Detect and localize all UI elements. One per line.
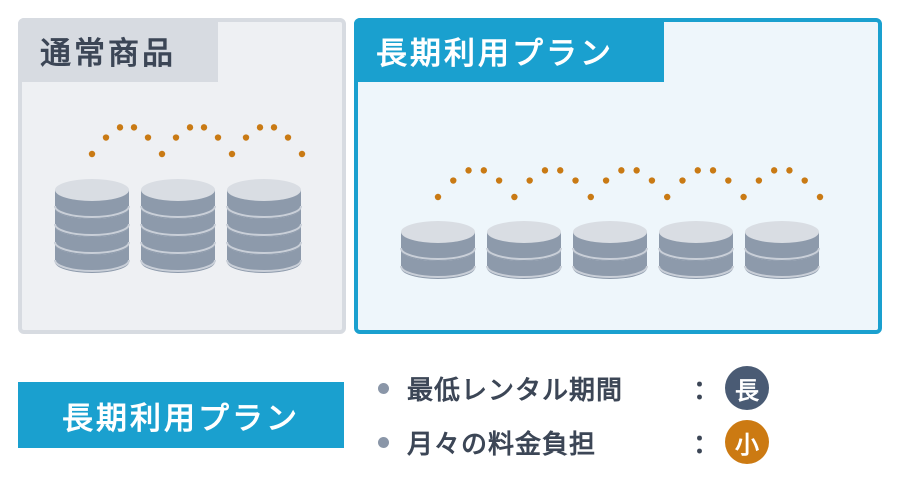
disk-top xyxy=(401,221,475,243)
disk-edge xyxy=(54,241,130,254)
disk-edge xyxy=(226,259,302,272)
dot xyxy=(725,177,732,184)
dot xyxy=(172,134,180,141)
dot xyxy=(228,150,236,158)
dot xyxy=(679,177,686,184)
dot xyxy=(511,193,518,201)
coin-stack-short xyxy=(744,221,820,279)
disk-edge xyxy=(226,205,302,218)
dot xyxy=(186,124,194,131)
value-circle-long: 長 xyxy=(725,366,769,410)
long-term-plan-label: 長期利用プラン xyxy=(354,18,664,82)
dot xyxy=(242,134,250,141)
dot xyxy=(434,193,442,201)
dot xyxy=(587,193,594,201)
dot xyxy=(256,124,264,131)
dot xyxy=(284,134,292,141)
legend-label: 月々の料金負担 xyxy=(407,429,597,460)
disk-edge xyxy=(486,247,562,260)
disk-top xyxy=(227,179,301,201)
disk-edge xyxy=(54,223,130,236)
dot xyxy=(270,124,278,131)
dot xyxy=(740,193,747,201)
dot xyxy=(480,167,488,174)
coin-stack-tall xyxy=(54,179,130,273)
disk-edge xyxy=(140,223,216,236)
dot xyxy=(557,167,564,174)
disk-top xyxy=(745,221,819,243)
legend-row-monthly-fee: 月々の料金負担 ： 小 xyxy=(378,417,769,467)
coin-stack-tall xyxy=(226,179,302,273)
disk-edge xyxy=(744,265,820,278)
dot xyxy=(144,134,152,141)
dot xyxy=(755,177,763,184)
bullet-icon xyxy=(378,382,389,394)
disk-top xyxy=(487,221,561,243)
dot xyxy=(450,177,457,184)
coin-stack-short xyxy=(400,221,476,279)
disk-top xyxy=(573,221,647,243)
dot xyxy=(102,134,110,141)
dot xyxy=(664,193,671,201)
disk-edge xyxy=(400,265,476,278)
disk-edge xyxy=(140,205,216,218)
dot xyxy=(130,124,138,131)
dot xyxy=(801,177,808,184)
dot xyxy=(602,177,610,184)
dot xyxy=(298,150,306,158)
disk-top xyxy=(659,221,733,243)
disk-top xyxy=(55,179,129,201)
dot xyxy=(694,167,701,174)
disk-edge xyxy=(400,247,476,260)
legend-label: 最低レンタル期間 xyxy=(407,375,624,406)
dot xyxy=(648,177,656,184)
disk-edge xyxy=(226,223,302,236)
dot xyxy=(116,124,124,131)
dot xyxy=(633,167,640,174)
normal-product-panel: 通常商品 xyxy=(18,18,346,334)
dotted-arc-long xyxy=(434,167,824,201)
dot xyxy=(526,177,533,184)
coin-stack-tall xyxy=(140,179,216,273)
plan-badge: 長期利用プラン xyxy=(18,382,344,448)
legend-colon: ： xyxy=(692,375,719,406)
disk-edge xyxy=(140,259,216,272)
legend-row-min-rental-period: 最低レンタル期間 ： 長 xyxy=(378,363,769,413)
dot xyxy=(709,167,717,174)
dot xyxy=(465,167,472,174)
dot xyxy=(816,193,824,201)
coin-stack-short xyxy=(572,221,648,279)
dot xyxy=(786,167,793,174)
dot xyxy=(214,134,222,141)
disk-edge xyxy=(658,247,734,260)
coin-stack-short xyxy=(658,221,734,279)
dot xyxy=(770,167,778,174)
dot xyxy=(495,177,503,184)
dot xyxy=(88,150,96,158)
normal-product-label: 通常商品 xyxy=(18,18,218,82)
disk-edge xyxy=(572,247,648,260)
dotted-arc-normal xyxy=(88,124,306,158)
long-term-plan-panel: 長期利用プラン xyxy=(354,18,882,334)
disk-edge xyxy=(486,265,562,278)
bullet-icon xyxy=(378,436,389,448)
dot xyxy=(158,150,166,158)
dot xyxy=(541,167,549,174)
disk-top xyxy=(141,179,215,201)
disk-edge xyxy=(140,241,216,254)
disk-edge xyxy=(572,265,648,278)
disk-edge xyxy=(744,247,820,260)
coin-stack-short xyxy=(486,221,562,279)
value-circle-small: 小 xyxy=(725,420,769,464)
disk-edge xyxy=(658,265,734,278)
dot xyxy=(618,167,625,174)
disk-edge xyxy=(54,259,130,272)
dot xyxy=(200,124,208,131)
disk-edge xyxy=(54,205,130,218)
disk-edge xyxy=(226,241,302,254)
dot xyxy=(572,177,579,184)
legend-colon: ： xyxy=(692,429,719,460)
